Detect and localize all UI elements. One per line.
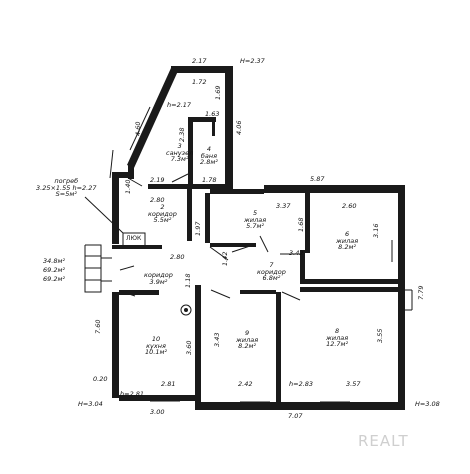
dim-3-57: 3.57 [346,380,361,388]
dim-3-00: 3.00 [150,408,165,416]
dim-h-2-17: h=2.17 [167,101,192,109]
wall-c2-bottom [112,245,162,249]
dim-H-2-37: H=2.37 [240,57,265,65]
wall-kitchen-right [195,285,201,407]
dim-3-37: 3.37 [276,202,291,210]
dim-1-97: 1.97 [194,221,202,236]
dim-3-55: 3.55 [376,328,384,343]
dim-4-60: 4.60 [134,121,142,136]
wall-bath-right [212,122,215,136]
wall-5-bottom [210,243,256,247]
wall-7-right [300,250,305,284]
wall-bottom [195,402,405,410]
dim-7-60: 7.60 [94,319,102,334]
dim-4-06: 4.06 [235,120,243,135]
wall-bath-left [188,117,193,189]
dim-1-40: 1.40 [124,179,132,194]
wall-top-wing [171,66,227,73]
dim-2-81: 2.81 [161,380,176,388]
dim-2-60: 2.60 [342,202,357,210]
porch-steps [84,244,102,293]
wall-left-foot [112,370,119,398]
dim-2-17: 2.17 [192,57,207,65]
dim-H-3-04: H=3.04 [78,400,103,408]
dim-0-20: 0.20 [93,375,108,383]
cellar-hatch [122,232,146,247]
dim-7-79: 7.79 [417,285,425,300]
dim-1-42: 1.42 [221,251,229,266]
wall-wing-right [225,66,233,191]
wall-left-upper [112,172,119,244]
wall-step1 [128,165,134,179]
wall-6-left [305,193,310,253]
wall-5-left [205,193,210,243]
wall-9-top [240,290,276,294]
wall-bottom-left [119,395,195,401]
watermark: REALT [358,432,409,450]
dim-H-3-08: H=3.08 [415,400,440,408]
dim-1-78: 1.78 [202,176,217,184]
stove-icon [180,304,192,316]
dim-h-2-83: h=2.83 [289,380,314,388]
dim-5-87: 5.87 [310,175,325,183]
wall-8-top [300,287,399,292]
dim-1-18: 1.18 [184,273,192,288]
wall-wing-bottom [148,184,188,189]
wall-mid-top [210,189,264,194]
wall-c2-right [187,189,192,241]
dim-3-43: 3.43 [213,332,221,347]
dim-3-16: 3.16 [372,223,380,238]
dim-7-07: 7.07 [288,412,303,420]
wall-right-outer [398,185,405,409]
dim-2-80: 2.80 [170,253,185,261]
wall-right-top [264,185,404,193]
cellar-hatch-label: ЛЮК [126,235,142,242]
dim-2-42: 2.42 [238,380,253,388]
wall-9-8 [276,292,281,404]
wall-left-lower [112,292,119,372]
dim-1-63: 1.63 [205,110,220,118]
wall-bath-top [188,117,216,122]
dim-3-42: 3.42 [289,249,304,257]
dim-h-2-81: h=2.81 [120,390,145,398]
wall-kitchen-top [119,290,159,295]
cellar-leader [84,196,124,234]
wall-wing-bottom2 [193,184,233,189]
dim-2-38: 2.38 [178,127,186,142]
dim-1-69: 1.69 [214,85,222,100]
dim-1-72: 1.72 [192,78,207,86]
dim-2-80-top: 2.80 [150,196,165,204]
dim-2-19: 2.19 [150,176,165,184]
wall-6-bottom [305,279,399,284]
dim-1-68: 1.68 [297,217,305,232]
dim-3-60: 3.60 [185,340,193,355]
wall-left-small [112,172,134,178]
